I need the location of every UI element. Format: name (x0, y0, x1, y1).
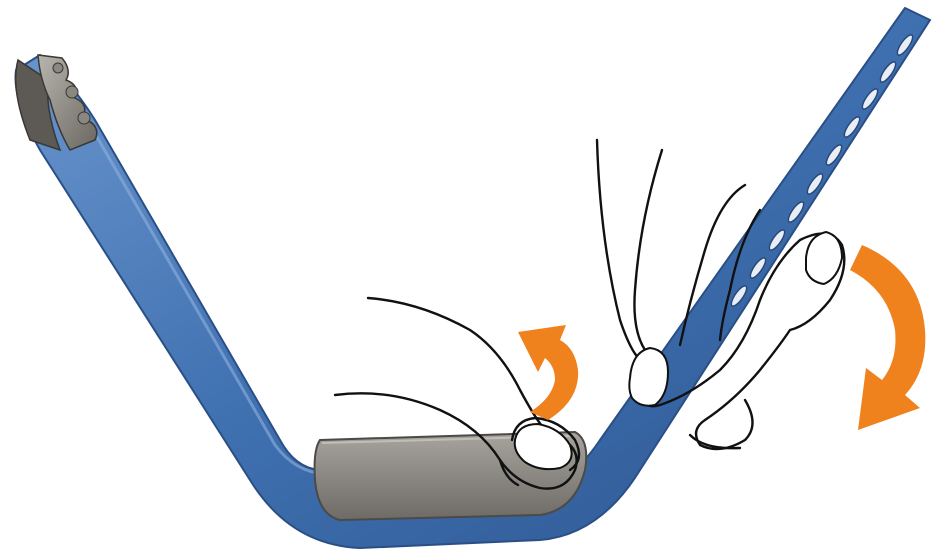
curved-arrow-up-icon (518, 325, 578, 420)
curved-arrow-down-icon (850, 245, 925, 430)
